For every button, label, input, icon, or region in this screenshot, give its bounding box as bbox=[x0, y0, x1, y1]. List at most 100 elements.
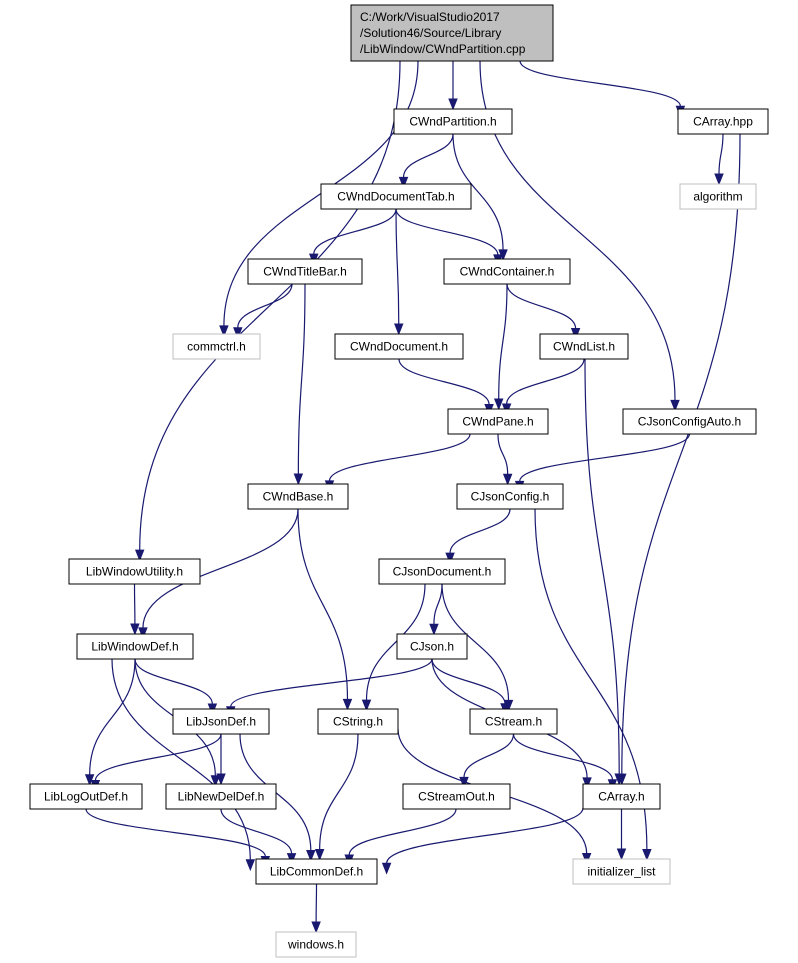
node-box bbox=[402, 783, 511, 810]
node-CWndPane-h[interactable]: CWndPane.h bbox=[447, 408, 549, 435]
root-node[interactable]: C:/Work/VisualStudio2017 /Solution46/Sou… bbox=[350, 4, 554, 62]
node-label: CStream.h bbox=[485, 715, 542, 729]
edge-CJsonDocument_h-to-CJson_h bbox=[429, 583, 443, 636]
node-CStream-h[interactable]: CStream.h bbox=[469, 708, 558, 735]
node-LibLogOutDef-h[interactable]: LibLogOutDef.h bbox=[29, 783, 143, 810]
node-commctrl-h[interactable]: commctrl.h bbox=[172, 333, 261, 360]
edge-CWndDocumentTab_h-to-CWndContainer_h bbox=[395, 208, 503, 267]
node-label: CWndPane.h bbox=[462, 415, 533, 429]
node-LibNewDelDef-h[interactable]: LibNewDelDef.h bbox=[165, 783, 277, 810]
node-CWndTitleBar-h[interactable]: CWndTitleBar.h bbox=[247, 258, 363, 285]
node-box bbox=[443, 258, 571, 285]
edge-line bbox=[433, 583, 443, 625]
edge-LibNewDelDef_h-to-LibCommonDef_h bbox=[220, 808, 297, 865]
node-CWndDocumentTab-h[interactable]: CWndDocumentTab.h bbox=[320, 183, 472, 210]
edge-arrowhead bbox=[84, 774, 95, 787]
node-CWndList-h[interactable]: CWndList.h bbox=[539, 333, 629, 360]
node-CJsonDocument-h[interactable]: CJsonDocument.h bbox=[378, 558, 506, 585]
edge-arrowhead bbox=[138, 627, 148, 640]
edge-arrowhead bbox=[381, 862, 392, 875]
node-label: LibCommonDef.h bbox=[270, 865, 363, 879]
node-label: CJsonConfigAuto.h bbox=[638, 415, 741, 429]
edge-line bbox=[89, 658, 136, 775]
edge-arrowhead bbox=[342, 698, 353, 711]
edge-line bbox=[220, 808, 293, 854]
edge-CWndPartition_h-to-CWndDocumentTab_h bbox=[398, 133, 454, 189]
node-label: CJsonDocument.h bbox=[393, 565, 492, 579]
node-CWndContainer-h[interactable]: CWndContainer.h bbox=[443, 258, 571, 285]
edge-line bbox=[319, 733, 359, 850]
node-label: LibWindowUtility.h bbox=[86, 565, 183, 579]
root-node-line-3: /LibWindow/CWndPartition.cpp bbox=[360, 42, 526, 56]
edge-line bbox=[402, 133, 454, 178]
node-CArray-hpp[interactable]: CArray.hpp bbox=[677, 108, 769, 135]
edge-line bbox=[431, 658, 506, 704]
node-box bbox=[172, 708, 270, 735]
node-box bbox=[165, 783, 277, 810]
edge-line bbox=[584, 358, 620, 775]
edge-line bbox=[463, 733, 515, 778]
node-box bbox=[172, 333, 261, 360]
edge-CStream_h-to-CArray_h bbox=[512, 733, 618, 792]
node-box bbox=[622, 408, 757, 435]
node-box bbox=[469, 708, 558, 735]
edge-arrowhead bbox=[233, 327, 243, 340]
node-algorithm[interactable]: algorithm bbox=[679, 183, 757, 210]
edge-CJsonConfig_h-to-CJsonDocument_h bbox=[445, 508, 511, 565]
edge-arrowhead bbox=[210, 775, 221, 788]
node-CJson-h[interactable]: CJson.h bbox=[396, 633, 468, 660]
node-label: windows.h bbox=[287, 938, 344, 952]
node-label: CString.h bbox=[333, 715, 383, 729]
node-CWndBase-h[interactable]: CWndBase.h bbox=[247, 483, 349, 510]
edge-arrowhead bbox=[445, 552, 455, 565]
edge-line bbox=[328, 433, 471, 482]
node-CJsonConfig-h[interactable]: CJsonConfig.h bbox=[456, 483, 564, 510]
node-CArray-h[interactable]: CArray.h bbox=[582, 783, 661, 810]
edge-root-to-LibWindowUtility_h bbox=[134, 60, 401, 562]
edge-line bbox=[134, 658, 213, 705]
edge-line bbox=[449, 508, 511, 554]
edge-line bbox=[237, 283, 293, 328]
edge-arrowhead bbox=[245, 859, 256, 872]
edge-line bbox=[297, 508, 349, 700]
edge-CWndDocumentTab_h-to-CWndDocument_h bbox=[394, 208, 404, 336]
node-box bbox=[247, 483, 349, 510]
node-CWndPartition-h[interactable]: CWndPartition.h bbox=[393, 108, 513, 135]
node-box bbox=[68, 558, 201, 585]
edge-CWndPane_h-to-CJsonConfig_h bbox=[497, 433, 513, 486]
node-box bbox=[447, 408, 549, 435]
node-label: CWndContainer.h bbox=[460, 265, 555, 279]
node-CStreamOut-h[interactable]: CStreamOut.h bbox=[402, 783, 511, 810]
node-label: CWndBase.h bbox=[263, 490, 334, 504]
node-CWndDocument-h[interactable]: CWndDocument.h bbox=[334, 333, 464, 360]
edge-LibLogOutDef_h-to-LibCommonDef_h bbox=[85, 808, 271, 868]
edge-CWndList_h-to-CWndPane_h bbox=[501, 358, 585, 416]
edge-LibWindowDef_h-to-LibLogOutDef_h bbox=[84, 658, 136, 787]
edge-arrowhead bbox=[306, 849, 316, 862]
edge-CWndTitleBar_h-to-commctrl_h bbox=[233, 283, 293, 340]
node-label: CJson.h bbox=[410, 640, 454, 654]
node-windows-h[interactable]: windows.h bbox=[275, 931, 357, 958]
node-CString-h[interactable]: CString.h bbox=[317, 708, 399, 735]
node-LibCommonDef-h[interactable]: LibCommonDef.h bbox=[255, 858, 378, 885]
node-box bbox=[582, 783, 661, 810]
edge-line bbox=[111, 658, 251, 860]
node-CJsonConfigAuto-h[interactable]: CJsonConfigAuto.h bbox=[622, 408, 757, 435]
edge-line bbox=[452, 133, 504, 250]
edge-line bbox=[142, 508, 299, 628]
nodes-layer: C:/Work/VisualStudio2017 /Solution46/Sou… bbox=[29, 4, 769, 958]
node-label: LibWindowDef.h bbox=[91, 640, 178, 654]
node-LibJsonDef-h[interactable]: LibJsonDef.h bbox=[172, 708, 270, 735]
edge-line bbox=[386, 807, 584, 864]
node-label: CWndList.h bbox=[553, 340, 615, 354]
edge-line bbox=[395, 208, 400, 325]
edge-CStreamOut_h-to-LibCommonDef_h bbox=[344, 808, 457, 867]
edge-CWndContainer_h-to-CWndList_h bbox=[506, 283, 581, 340]
node-initializer-list[interactable]: initializer_list bbox=[572, 858, 671, 885]
node-LibWindowDef-h[interactable]: LibWindowDef.h bbox=[76, 633, 194, 660]
edge-CJsonDocument_h-to-CString_h bbox=[361, 583, 426, 712]
node-LibWindowUtility-h[interactable]: LibWindowUtility.h bbox=[68, 558, 201, 585]
edge-arrowhead bbox=[670, 399, 680, 412]
edge-CArray_h-to-initializer_list bbox=[616, 808, 627, 861]
